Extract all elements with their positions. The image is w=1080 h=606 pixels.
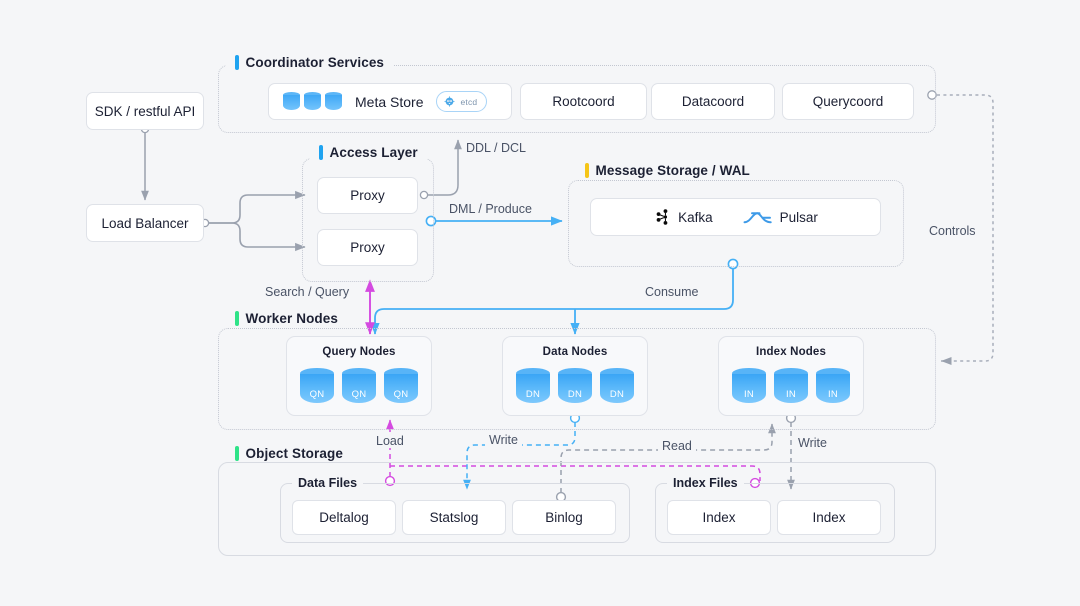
meta-store-cylinder <box>283 91 300 112</box>
data-node-cylinder[interactable]: DN <box>558 368 592 408</box>
message-storage-zone <box>568 180 904 267</box>
data-nodes-cylinders: DN DN DN <box>503 368 647 408</box>
etcd-label: etcd <box>460 96 478 107</box>
binlog-label: Binlog <box>545 510 583 525</box>
proxy-label: Proxy <box>350 240 385 255</box>
binlog-box[interactable]: Binlog <box>512 500 616 535</box>
query-nodes-title: Query Nodes <box>322 346 396 358</box>
query-node-abbr: QN <box>393 389 409 400</box>
proxy-label: Proxy <box>350 188 385 203</box>
kafka-icon <box>656 209 668 225</box>
data-node-cylinder[interactable]: DN <box>600 368 634 408</box>
worker-nodes-zone <box>218 328 936 430</box>
coordinator-accent-bar <box>235 55 239 70</box>
etcd-icon <box>444 96 456 107</box>
access-layer-title: Access Layer <box>310 145 427 160</box>
pulsar-label: Pulsar <box>779 209 818 225</box>
query-node-abbr: QN <box>309 389 325 400</box>
deltalog-label: Deltalog <box>319 510 369 525</box>
worker-nodes-title: Worker Nodes <box>226 311 347 326</box>
querycoord-box[interactable]: Querycoord <box>782 83 914 120</box>
meta-store-cylinders <box>283 91 342 112</box>
access-layer-accent-bar <box>319 145 323 160</box>
index-files-group <box>655 483 895 543</box>
index-nodes-cylinders: IN IN IN <box>719 368 863 408</box>
query-node-cylinder[interactable]: QN <box>342 368 376 408</box>
dml-produce-label: DML / Produce <box>445 202 536 216</box>
load-balancer-label: Load Balancer <box>101 215 189 231</box>
load-label: Load <box>372 434 408 448</box>
rootcoord-label: Rootcoord <box>552 94 615 109</box>
index-label: Index <box>702 510 736 525</box>
write-data-label: Write <box>485 433 522 447</box>
datacoord-label: Datacoord <box>681 94 745 109</box>
query-node-cylinder[interactable]: QN <box>300 368 334 408</box>
query-nodes-group[interactable]: Query Nodes QN QN QN <box>286 336 432 416</box>
statslog-label: Statslog <box>429 510 479 525</box>
ddl-dcl-label: DDL / DCL <box>462 141 530 155</box>
controls-label: Controls <box>925 224 980 238</box>
index-files-title: Index Files <box>667 476 744 490</box>
write-index-label: Write <box>794 436 831 450</box>
data-node-abbr: DN <box>567 389 583 400</box>
meta-store-box[interactable]: Meta Store etcd <box>268 83 512 120</box>
meta-store-cylinder <box>325 91 342 112</box>
sdk-restful-api-label: SDK / restful API <box>94 103 196 119</box>
index-label: Index <box>812 510 846 525</box>
data-files-title: Data Files <box>292 476 364 490</box>
data-nodes-group[interactable]: Data Nodes DN DN DN <box>502 336 648 416</box>
search-query-label: Search / Query <box>261 285 354 299</box>
sdk-restful-api-box[interactable]: SDK / restful API <box>86 92 204 130</box>
data-node-cylinder[interactable]: DN <box>516 368 550 408</box>
meta-store-cylinder <box>304 91 321 112</box>
index-node-cylinder[interactable]: IN <box>774 368 808 408</box>
data-nodes-title: Data Nodes <box>542 346 608 358</box>
index-node-cylinder[interactable]: IN <box>816 368 850 408</box>
message-storage-accent-bar <box>585 163 589 178</box>
query-nodes-cylinders: QN QN QN <box>287 368 431 408</box>
data-node-abbr: DN <box>525 389 541 400</box>
object-storage-zone <box>218 462 936 556</box>
index-node-abbr: IN <box>827 389 839 400</box>
kafka-item[interactable]: Kafka <box>653 208 713 226</box>
load-balancer-box[interactable]: Load Balancer <box>86 204 204 242</box>
proxy-box-2[interactable]: Proxy <box>317 229 418 266</box>
worker-nodes-accent-bar <box>235 311 239 326</box>
data-node-abbr: DN <box>609 389 625 400</box>
query-node-abbr: QN <box>351 389 367 400</box>
index-node-abbr: IN <box>743 389 755 400</box>
etcd-badge[interactable]: etcd <box>436 91 488 112</box>
query-node-cylinder[interactable]: QN <box>384 368 418 408</box>
message-brokers-box[interactable]: Kafka Pulsar <box>590 198 881 236</box>
coordinator-services-title: Coordinator Services <box>226 55 394 70</box>
consume-label: Consume <box>641 285 703 299</box>
index-nodes-group[interactable]: Index Nodes IN IN IN <box>718 336 864 416</box>
message-storage-title: Message Storage / WAL <box>576 163 759 178</box>
object-storage-accent-bar <box>235 446 239 461</box>
coordinator-services-zone <box>218 65 936 133</box>
statslog-box[interactable]: Statslog <box>402 500 506 535</box>
index-node-cylinder[interactable]: IN <box>732 368 766 408</box>
index-box-1[interactable]: Index <box>667 500 771 535</box>
proxy-box-1[interactable]: Proxy <box>317 177 418 214</box>
rootcoord-box[interactable]: Rootcoord <box>520 83 647 120</box>
index-box-2[interactable]: Index <box>777 500 881 535</box>
index-nodes-title: Index Nodes <box>755 346 827 358</box>
datacoord-box[interactable]: Datacoord <box>651 83 775 120</box>
object-storage-title: Object Storage <box>226 446 352 461</box>
kafka-label: Kafka <box>678 209 713 225</box>
deltalog-box[interactable]: Deltalog <box>292 500 396 535</box>
read-label: Read <box>658 439 696 453</box>
data-files-group <box>280 483 630 543</box>
pulsar-icon <box>743 212 772 224</box>
querycoord-label: Querycoord <box>812 94 884 109</box>
index-node-abbr: IN <box>785 389 797 400</box>
meta-store-label: Meta Store <box>355 93 424 110</box>
pulsar-item[interactable]: Pulsar <box>743 207 818 227</box>
